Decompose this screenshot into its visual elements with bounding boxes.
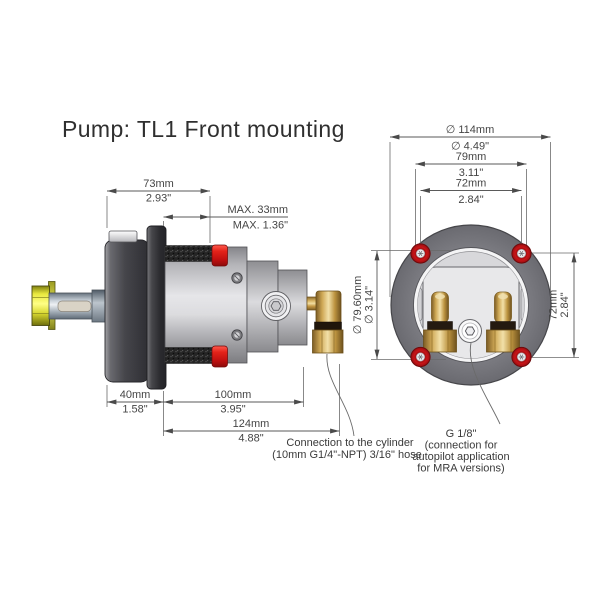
housing-top-plug <box>108 230 138 243</box>
dim-100-mm: 100mm <box>215 389 252 401</box>
knurled-ring-bottom <box>164 347 215 364</box>
dim-7960-mm: ∅ 79.60mm <box>352 276 364 335</box>
seal-ring <box>314 321 342 331</box>
autopilot-port <box>458 319 482 343</box>
red-screw-side-top <box>211 244 228 267</box>
autopilot-port-leader <box>469 342 501 425</box>
dim-124-in: 4.88" <box>238 433 263 445</box>
side-view-dimensions: 73mm 2.93" MAX. 33mm MAX. 1.36" 40mm 1.5… <box>106 178 422 461</box>
pump-side-view <box>31 225 344 390</box>
red-screw-top-right <box>511 243 532 264</box>
hose-port-left <box>423 291 457 353</box>
dim-73-in: 2.93" <box>146 193 171 205</box>
red-screw-bottom-right <box>511 346 532 368</box>
cylinder-connection-note-line1: Connection to the cylinder <box>286 437 414 449</box>
dim-max33-mm: MAX. 33mm <box>227 204 288 216</box>
red-screw-side-bottom <box>211 345 228 368</box>
front-housing <box>104 239 150 383</box>
elbow-hex-nut <box>312 329 344 354</box>
autopilot-note-line2: (connection for <box>425 440 498 452</box>
autopilot-note-line4: for MRA versions) <box>417 463 504 475</box>
pump-front-view <box>371 142 579 386</box>
front-view-dimensions: ∅ 114mm ∅ 4.49" 79mm 3.11" 72mm 2.84" ∅ … <box>352 124 577 475</box>
dim-79-in: 3.11" <box>459 167 484 179</box>
clamp-tab-right <box>520 287 525 322</box>
dim-max33-in: MAX. 1.36" <box>233 220 288 232</box>
dim-73-mm: 73mm <box>143 178 174 190</box>
red-screw-top-left <box>410 243 431 264</box>
dim-79-mm: 79mm <box>456 151 487 163</box>
dim-114-mm: ∅ 114mm <box>446 124 495 136</box>
cap-screw-top <box>231 272 243 284</box>
dim-100-in: 3.95" <box>220 404 245 416</box>
knurled-ring-top <box>164 245 215 262</box>
pump-cylinder-body <box>164 246 248 364</box>
autopilot-note-line1: G 1/8" <box>446 428 477 440</box>
hose-port-right <box>486 291 520 353</box>
dim-114-in: ∅ 4.49" <box>451 141 489 153</box>
dim-124-mm: 124mm <box>233 418 270 430</box>
cylinder-connection-leader <box>326 353 355 437</box>
dim-40-in: 1.58" <box>122 404 147 416</box>
dim-72top-mm: 72mm <box>456 178 487 190</box>
autopilot-note-line3: autopilot application <box>412 451 509 463</box>
cylinder-connection-note-line2: (10mm G1/4"-NPT) 3/16" hose <box>272 449 422 461</box>
dim-72right-in: 2.84" <box>559 292 571 317</box>
shaft-keyway <box>57 300 92 312</box>
dim-72top-in: 2.84" <box>458 194 483 206</box>
dim-7960-in: ∅ 3.14" <box>364 286 376 324</box>
center-boss <box>261 291 291 321</box>
red-screw-bottom-left <box>410 346 431 368</box>
cap-screw-bottom <box>231 329 243 341</box>
flange-screws <box>410 243 532 368</box>
shaft-nut <box>31 285 50 326</box>
dim-40-mm: 40mm <box>120 389 151 401</box>
mounting-flange <box>146 225 167 390</box>
brass-elbow-fitting <box>306 290 344 354</box>
dim-72right-mm: 72mm <box>548 290 560 321</box>
page-title: Pump: TL1 Front mounting <box>62 116 345 142</box>
